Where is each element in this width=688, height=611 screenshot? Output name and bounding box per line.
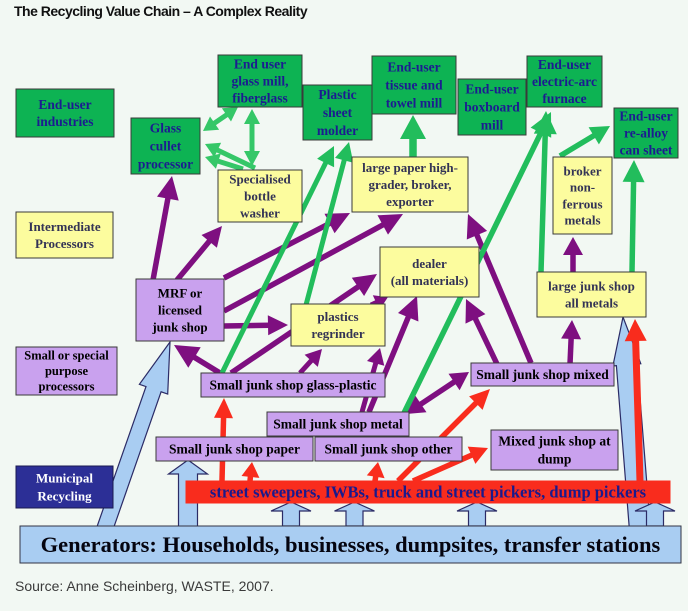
svg-text:Municipal: Municipal bbox=[36, 471, 93, 486]
svg-text:Small junk shop other: Small junk shop other bbox=[325, 442, 453, 457]
svg-text:sheet: sheet bbox=[323, 105, 353, 120]
svg-text:End-user: End-user bbox=[619, 109, 672, 124]
svg-text:licensed: licensed bbox=[158, 303, 203, 318]
svg-text:Generators: Households, busine: Generators: Households, businesses, dump… bbox=[41, 532, 661, 557]
svg-text:regrinder: regrinder bbox=[311, 326, 364, 341]
svg-text:electric-arc: electric-arc bbox=[532, 74, 597, 89]
svg-text:non-: non- bbox=[570, 180, 595, 195]
svg-text:Plastic: Plastic bbox=[318, 87, 356, 102]
svg-text:re-alloy: re-alloy bbox=[624, 126, 668, 141]
svg-text:metals: metals bbox=[564, 213, 600, 228]
svg-text:purpose: purpose bbox=[45, 364, 89, 378]
svg-text:grader, broker,: grader, broker, bbox=[369, 177, 452, 192]
svg-text:End-user: End-user bbox=[38, 97, 91, 112]
svg-text:can sheet: can sheet bbox=[620, 143, 673, 158]
svg-text:exporter: exporter bbox=[386, 194, 434, 209]
svg-text:processors: processors bbox=[38, 380, 94, 394]
svg-text:Glass: Glass bbox=[150, 121, 182, 136]
svg-text:End-user: End-user bbox=[465, 82, 518, 97]
svg-text:Small junk shop paper: Small junk shop paper bbox=[169, 442, 300, 457]
svg-text:Small junk shop metal: Small junk shop metal bbox=[273, 417, 403, 432]
svg-text:Specialised: Specialised bbox=[229, 172, 291, 187]
svg-text:MRF or: MRF or bbox=[158, 286, 203, 301]
svg-text:tissue and: tissue and bbox=[385, 78, 443, 93]
svg-text:ferrous: ferrous bbox=[562, 196, 602, 211]
svg-text:dump: dump bbox=[538, 452, 572, 467]
svg-text:molder: molder bbox=[317, 123, 358, 138]
svg-text:Small junk shop glass-plastic: Small junk shop glass-plastic bbox=[210, 378, 377, 393]
svg-text:boxboard: boxboard bbox=[464, 100, 520, 115]
svg-text:(all materials): (all materials) bbox=[391, 273, 469, 288]
svg-text:Mixed junk shop at: Mixed junk shop at bbox=[498, 434, 611, 449]
svg-text:washer: washer bbox=[240, 206, 280, 221]
svg-text:Small junk shop mixed: Small junk shop mixed bbox=[476, 367, 609, 382]
svg-text:industries: industries bbox=[36, 114, 93, 129]
svg-text:broker: broker bbox=[563, 163, 601, 178]
svg-text:End-user: End-user bbox=[387, 60, 440, 75]
svg-text:furnace: furnace bbox=[542, 91, 586, 106]
svg-text:all metals: all metals bbox=[565, 296, 618, 311]
svg-text:Processors: Processors bbox=[35, 236, 94, 251]
svg-text:street sweepers, IWBs, truck a: street sweepers, IWBs, truck and street … bbox=[210, 483, 647, 502]
svg-text:Source: Anne Scheinberg, WASTE: Source: Anne Scheinberg, WASTE, 2007. bbox=[15, 578, 274, 594]
svg-text:End-user: End-user bbox=[538, 57, 591, 72]
svg-text:large paper high-: large paper high- bbox=[362, 160, 458, 175]
svg-text:plastics: plastics bbox=[317, 309, 358, 324]
svg-text:cullet: cullet bbox=[150, 139, 182, 154]
svg-text:junk shop: junk shop bbox=[151, 320, 207, 335]
svg-text:towel mill: towel mill bbox=[386, 96, 443, 111]
svg-text:Small or special: Small or special bbox=[24, 349, 109, 363]
svg-text:The Recycling Value Chain – A: The Recycling Value Chain – A Complex Re… bbox=[14, 3, 308, 19]
svg-text:End user: End user bbox=[234, 57, 286, 72]
svg-text:bottle: bottle bbox=[244, 189, 276, 204]
svg-text:fiberglass: fiberglass bbox=[232, 91, 288, 106]
svg-text:Recycling: Recycling bbox=[37, 489, 92, 504]
svg-text:Intermediate: Intermediate bbox=[28, 219, 100, 234]
svg-text:processor: processor bbox=[138, 157, 193, 172]
svg-text:large junk shop: large junk shop bbox=[548, 279, 635, 294]
svg-text:mill: mill bbox=[481, 118, 504, 133]
svg-text:glass mill,: glass mill, bbox=[231, 74, 288, 89]
svg-text:dealer: dealer bbox=[412, 256, 447, 271]
